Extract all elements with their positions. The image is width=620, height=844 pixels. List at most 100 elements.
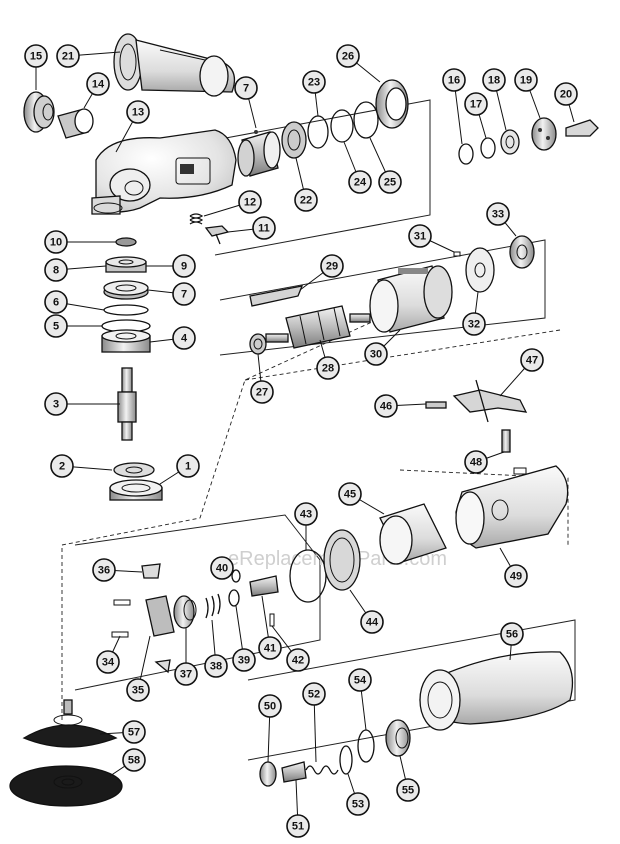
callout-label: 5 bbox=[53, 321, 59, 333]
part-33-bearing bbox=[509, 235, 535, 269]
callout-circle bbox=[442, 68, 466, 92]
callout-circle bbox=[172, 254, 196, 278]
callout-circle bbox=[50, 454, 74, 478]
callout-label: 21 bbox=[62, 51, 74, 63]
callout-label: 9 bbox=[181, 261, 187, 273]
part-18-ring bbox=[500, 129, 520, 155]
callout-label: 17 bbox=[470, 99, 482, 111]
callout-21: 21 bbox=[56, 44, 80, 68]
part-54-ring bbox=[357, 729, 375, 763]
callout-34: 34 bbox=[96, 650, 120, 674]
part-29-vane bbox=[249, 285, 304, 307]
callout-45: 45 bbox=[338, 482, 362, 506]
callout-6: 6 bbox=[44, 290, 68, 314]
group-outlines bbox=[61, 99, 576, 761]
part-7-bearing bbox=[103, 280, 149, 300]
callout-label: 24 bbox=[354, 177, 367, 189]
callout-35: 35 bbox=[126, 678, 150, 702]
part-41-valve-stem bbox=[249, 575, 279, 597]
callout-circle bbox=[44, 314, 68, 338]
part-56-rear-handle bbox=[419, 651, 574, 731]
part-11-button bbox=[204, 225, 230, 245]
callout-circle bbox=[86, 72, 110, 96]
part-36-stop bbox=[141, 563, 161, 579]
part-50-end-plug bbox=[259, 761, 277, 787]
callout-circle bbox=[338, 482, 362, 506]
callout-label: 52 bbox=[308, 689, 320, 701]
callout-label: 37 bbox=[180, 669, 192, 681]
callout-label: 51 bbox=[292, 821, 304, 833]
callout-16: 16 bbox=[442, 68, 466, 92]
part-38-spring bbox=[205, 593, 221, 619]
callout-label: 39 bbox=[238, 655, 250, 667]
callout-circle bbox=[302, 682, 326, 706]
callout-label: 45 bbox=[344, 489, 356, 501]
callout-label: 20 bbox=[560, 89, 572, 101]
callout-32: 32 bbox=[462, 312, 486, 336]
callout-circle bbox=[286, 648, 310, 672]
callout-circle bbox=[408, 224, 432, 248]
part-16-ring bbox=[458, 143, 474, 165]
callout-label: 14 bbox=[92, 79, 105, 91]
callout-label: 19 bbox=[520, 75, 532, 87]
callout-circle bbox=[92, 558, 116, 582]
callout-50: 50 bbox=[258, 694, 282, 718]
callout-circle bbox=[294, 502, 318, 526]
part-1-backing-nut bbox=[109, 479, 163, 501]
callout-23: 23 bbox=[302, 70, 326, 94]
callout-label: 44 bbox=[366, 617, 379, 629]
callout-circle bbox=[396, 778, 420, 802]
callout-label: 36 bbox=[98, 565, 110, 577]
part-46-pin bbox=[425, 401, 447, 409]
callout-18: 18 bbox=[482, 68, 506, 92]
callout-label: 33 bbox=[492, 209, 504, 221]
callout-circle bbox=[96, 650, 120, 674]
callout-label: 42 bbox=[292, 655, 304, 667]
callout-17: 17 bbox=[464, 92, 488, 116]
part-39-ring bbox=[228, 589, 240, 607]
part-37-valve bbox=[173, 595, 197, 629]
part-13-angle-head bbox=[91, 129, 237, 215]
callout-label: 41 bbox=[264, 643, 276, 655]
part-40-ring bbox=[231, 569, 241, 583]
callout-label: 25 bbox=[384, 177, 396, 189]
callout-circle bbox=[258, 694, 282, 718]
callout-circle bbox=[364, 342, 388, 366]
callout-4: 4 bbox=[172, 326, 196, 350]
callout-label: 3 bbox=[53, 399, 59, 411]
callout-circle bbox=[320, 254, 344, 278]
part-30-cylinder bbox=[369, 265, 453, 333]
callout-circle bbox=[250, 380, 274, 404]
callout-circle bbox=[176, 454, 200, 478]
part-21-side-handle bbox=[113, 33, 236, 97]
callout-10: 10 bbox=[44, 230, 68, 254]
callout-42: 42 bbox=[286, 648, 310, 672]
callout-label: 2 bbox=[59, 461, 65, 473]
part-32-end-plate bbox=[465, 247, 495, 293]
part-57-backing-pad bbox=[22, 699, 118, 748]
callout-43: 43 bbox=[294, 502, 318, 526]
callout-1: 1 bbox=[176, 454, 200, 478]
callout-label: 16 bbox=[448, 75, 460, 87]
part-43-ring bbox=[289, 549, 327, 603]
callout-49: 49 bbox=[504, 564, 528, 588]
callout-2: 2 bbox=[50, 454, 74, 478]
callout-label: 6 bbox=[53, 297, 59, 309]
callout-label: 15 bbox=[30, 51, 42, 63]
callout-circle bbox=[44, 290, 68, 314]
callout-48: 48 bbox=[464, 450, 488, 474]
callout-13: 13 bbox=[126, 100, 150, 124]
callout-circle bbox=[378, 170, 402, 194]
callout-circle bbox=[464, 92, 488, 116]
part-45-shroud bbox=[379, 503, 447, 565]
callout-19: 19 bbox=[514, 68, 538, 92]
callout-55: 55 bbox=[396, 778, 420, 802]
callout-label: 38 bbox=[210, 661, 222, 673]
callout-circle bbox=[316, 356, 340, 380]
callout-30: 30 bbox=[364, 342, 388, 366]
callout-12: 12 bbox=[238, 190, 262, 214]
part-42-pin bbox=[269, 613, 275, 627]
callout-label: 31 bbox=[414, 231, 426, 243]
part-17-ring bbox=[480, 137, 496, 159]
